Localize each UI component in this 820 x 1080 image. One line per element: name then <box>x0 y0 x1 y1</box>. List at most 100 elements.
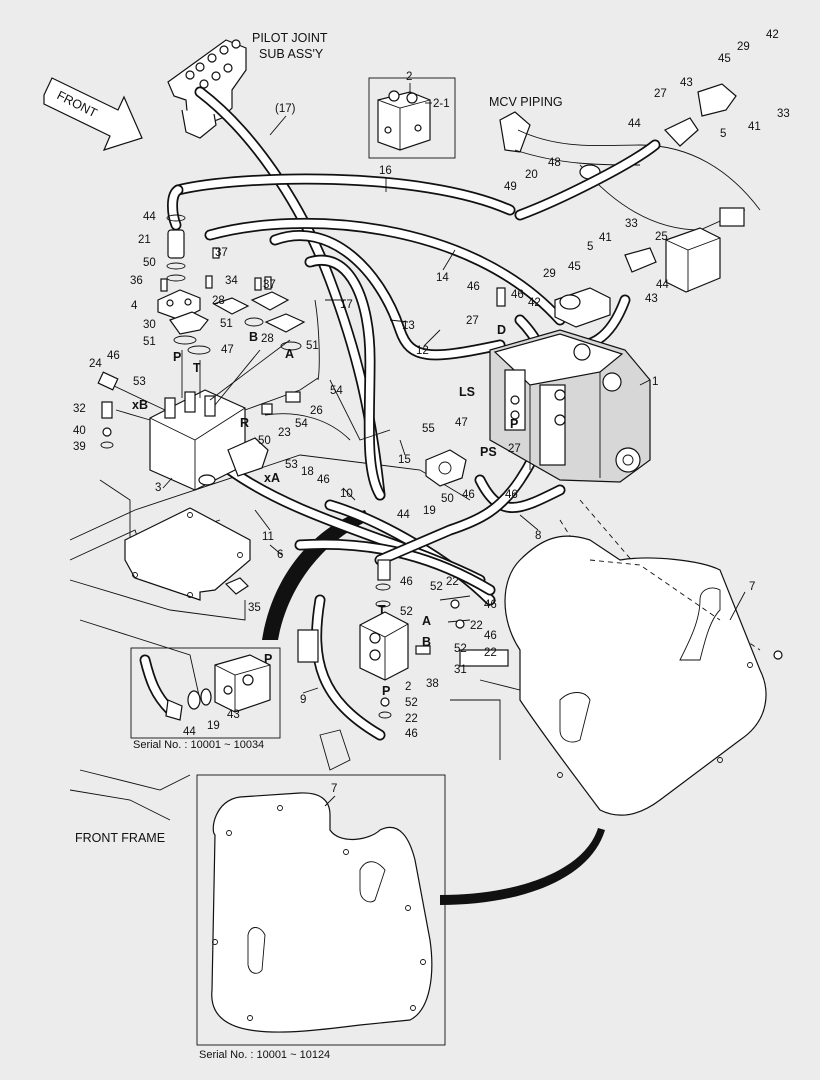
callout-52: 52 <box>454 643 467 655</box>
callout-34: 34 <box>225 275 238 287</box>
serial-note-upper: Serial No. : 10001 ~ 10034 <box>133 739 264 751</box>
callout-16: 16 <box>379 165 392 177</box>
callout-14: 14 <box>436 272 449 284</box>
callout-37: 37 <box>215 247 228 259</box>
callout-53: 53 <box>285 459 298 471</box>
callout-35: 35 <box>248 602 261 614</box>
callout-12: 12 <box>416 345 429 357</box>
callout-23: 23 <box>278 427 291 439</box>
callout-20: 20 <box>525 169 538 181</box>
callout-7: 7 <box>331 783 337 795</box>
callout-15: 15 <box>398 454 411 466</box>
callout-41: 41 <box>748 121 761 133</box>
callout-27: 27 <box>466 315 479 327</box>
thin-lines <box>264 299 391 441</box>
callout-41: 41 <box>599 232 612 244</box>
callout-50: 50 <box>143 257 156 269</box>
callout-22: 22 <box>484 647 497 659</box>
callout-2-1: 2-1 <box>433 98 450 110</box>
port-ps: PS <box>480 445 497 459</box>
port-r: R <box>240 416 249 430</box>
callout-46: 46 <box>107 350 120 362</box>
callout-55: 55 <box>422 423 435 435</box>
callout-40: 40 <box>73 425 86 437</box>
callout-2: 2 <box>405 681 411 693</box>
callout-44: 44 <box>628 118 641 130</box>
left-fittings <box>157 184 306 355</box>
callout-30: 30 <box>143 319 156 331</box>
left-valve-block <box>97 339 319 491</box>
callout-46: 46 <box>405 728 418 740</box>
port-b-left: B <box>249 330 258 344</box>
callout-numbers: (17) 42 29 45 43 27 44 5 41 33 48 20 49 … <box>73 29 790 795</box>
callout-13: 13 <box>402 320 415 332</box>
center-connectors <box>297 559 509 719</box>
callout-46: 46 <box>484 630 497 642</box>
callout-42: 42 <box>528 297 541 309</box>
callout-44: 44 <box>143 211 156 223</box>
black-arcs <box>262 510 605 905</box>
callout-54: 54 <box>295 418 308 430</box>
callout-28: 28 <box>261 333 274 345</box>
callout-6: 6 <box>277 549 283 561</box>
callout-27: 27 <box>654 88 667 100</box>
main-control-valve <box>425 83 737 487</box>
callout-50: 50 <box>441 493 454 505</box>
mcv-piping-label: MCV PIPING <box>489 95 563 109</box>
port-a-lower: A <box>422 614 431 628</box>
callout-46: 46 <box>484 599 497 611</box>
port-ls: LS <box>459 385 475 399</box>
callout-17: 17 <box>340 299 353 311</box>
callout-47: 47 <box>455 417 468 429</box>
callout-25: 25 <box>655 231 668 243</box>
callout-31: 31 <box>454 664 467 676</box>
front-frame-label: FRONT FRAME <box>75 831 165 845</box>
port-d: D <box>497 323 506 337</box>
callout-43: 43 <box>645 293 658 305</box>
callout-39: 39 <box>73 441 86 453</box>
port-p-inset: P <box>264 652 272 666</box>
callout-5: 5 <box>587 241 593 253</box>
callout-22: 22 <box>446 576 459 588</box>
callout-26: 26 <box>310 405 323 417</box>
callout-33: 33 <box>777 108 790 120</box>
callout-54: 54 <box>330 385 343 397</box>
callout-22: 22 <box>405 713 418 725</box>
callout-46: 46 <box>317 474 330 486</box>
port-p-left: P <box>173 350 181 364</box>
callout-38: 38 <box>426 678 439 690</box>
valve-detail-box: 2 2-1 <box>368 71 456 159</box>
cover-panel-right <box>504 535 783 816</box>
callout-28: 28 <box>212 295 225 307</box>
inset-upper: Serial No. : 10001 ~ 10034 <box>130 647 281 751</box>
port-xa: xA <box>264 471 280 485</box>
callout-2: 2 <box>406 71 412 83</box>
callout-17-paren: (17) <box>275 103 296 115</box>
mcv-piping: MCV PIPING <box>489 95 761 293</box>
port-xb: xB <box>132 398 148 412</box>
callout-44: 44 <box>656 279 669 291</box>
callout-46: 46 <box>505 489 518 501</box>
callout-46: 46 <box>462 489 475 501</box>
callout-9: 9 <box>300 694 306 706</box>
callout-19: 19 <box>207 720 220 732</box>
callout-5: 5 <box>720 128 726 140</box>
callout-37: 37 <box>263 279 276 291</box>
callout-32: 32 <box>73 403 86 415</box>
sub-assy-label: SUB ASS'Y <box>259 47 324 61</box>
pilot-joint-label: PILOT JOINT <box>252 31 328 45</box>
callout-24: 24 <box>89 358 102 370</box>
callout-44: 44 <box>397 509 410 521</box>
callout-51: 51 <box>220 318 233 330</box>
callout-50: 50 <box>258 435 271 447</box>
callout-7: 7 <box>749 581 755 593</box>
callout-1: 1 <box>652 376 658 388</box>
port-labels: P T B A xB xA R D LS P PS T A B P P <box>132 323 518 698</box>
callout-52: 52 <box>405 697 418 709</box>
callout-29: 29 <box>737 41 750 53</box>
callout-51: 51 <box>306 340 319 352</box>
callout-46: 46 <box>400 576 413 588</box>
port-p-lower: P <box>382 684 390 698</box>
callout-51: 51 <box>143 336 156 348</box>
